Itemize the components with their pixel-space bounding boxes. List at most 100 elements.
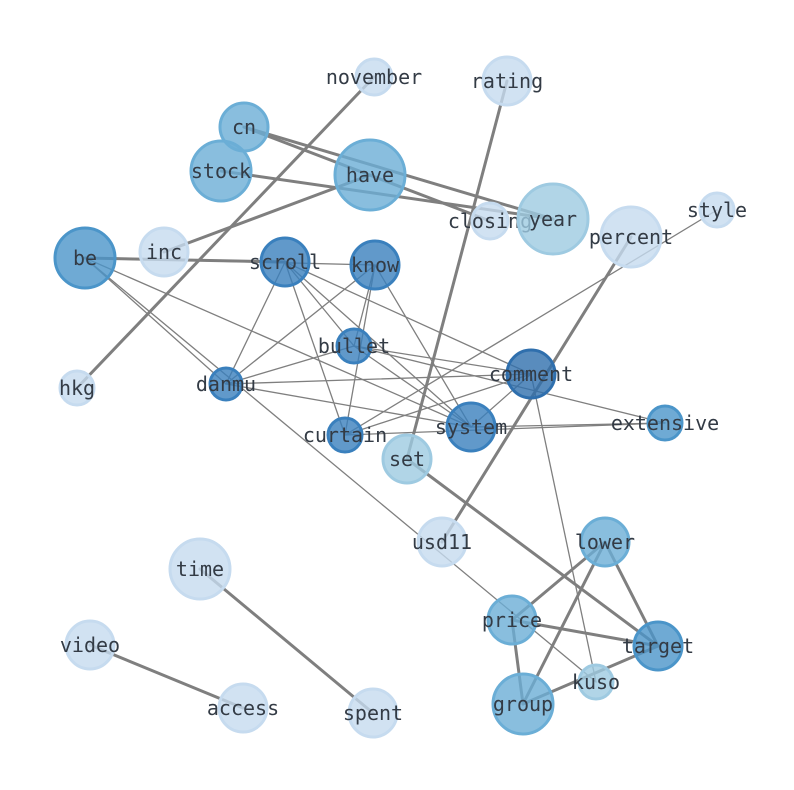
node-circle-usd11 <box>416 516 468 568</box>
edge-have-inc <box>162 173 372 254</box>
node-label-danmu: danmu <box>196 372 256 396</box>
node-circle-lower <box>579 516 631 568</box>
node-bullet: bullet <box>318 327 390 365</box>
node-circle-extensive <box>646 404 684 442</box>
node-label-bullet: bullet <box>318 334 390 358</box>
node-label-hkg: hkg <box>59 376 95 400</box>
node-kuso: kuso <box>572 663 620 701</box>
node-circle-style <box>698 191 736 229</box>
node-label-lower: lower <box>575 530 635 554</box>
node-label-comment: comment <box>489 362 573 386</box>
node-circle-percent <box>599 205 663 269</box>
edge-scroll-comment <box>284 261 532 375</box>
node-label-stock: stock <box>191 159 251 183</box>
edge-be-danmu <box>84 257 227 385</box>
node-target: target <box>622 620 694 672</box>
node-label-kuso: kuso <box>572 670 620 694</box>
node-label-style: style <box>687 198 747 222</box>
node-circle-group <box>491 672 555 736</box>
node-label-target: target <box>622 634 694 658</box>
node-scroll: scroll <box>249 236 321 288</box>
node-label-usd11: usd11 <box>412 530 472 554</box>
node-circle-year <box>516 182 590 256</box>
node-label-percent: percent <box>589 225 673 249</box>
node-label-access: access <box>207 696 279 720</box>
node-lower: lower <box>575 516 635 568</box>
node-label-video: video <box>60 633 120 657</box>
node-system: system <box>435 401 507 453</box>
node-label-extensive: extensive <box>611 411 719 435</box>
node-circle-rating <box>481 55 533 107</box>
node-circle-be <box>53 226 117 290</box>
node-stock: stock <box>189 139 253 203</box>
node-video: video <box>60 619 120 671</box>
node-circle-know <box>349 239 401 291</box>
node-group: group <box>491 672 555 736</box>
node-circle-video <box>64 619 116 671</box>
node-label-group: group <box>493 692 553 716</box>
node-have: have <box>333 138 407 212</box>
node-time: time <box>168 537 232 601</box>
edge-curtain-extensive <box>344 422 666 436</box>
edge-be-know <box>84 257 376 266</box>
node-circle-target <box>632 620 684 672</box>
node-circle-have <box>333 138 407 212</box>
node-set: set <box>381 433 433 485</box>
edge-system-extensive <box>470 422 666 428</box>
node-circle-scroll <box>259 236 311 288</box>
node-label-spent: spent <box>343 701 403 725</box>
edge-danmu-system <box>225 383 472 428</box>
node-curtain: curtain <box>303 416 387 454</box>
node-circle-curtain <box>326 416 364 454</box>
node-circle-price <box>486 594 538 646</box>
node-label-price: price <box>482 608 542 632</box>
node-circle-kuso <box>577 663 615 701</box>
edge-danmu-comment <box>225 373 532 385</box>
node-label-know: know <box>351 253 400 277</box>
edge-rating-set <box>405 79 509 461</box>
node-label-year: year <box>529 207 577 231</box>
node-label-have: have <box>346 163 394 187</box>
edge-scroll-system <box>284 261 472 428</box>
node-circle-danmu <box>208 366 244 402</box>
node-circle-bullet <box>335 327 373 365</box>
node-circle-system <box>445 401 497 453</box>
node-circle-comment <box>505 348 557 400</box>
node-spent: spent <box>343 687 403 739</box>
node-label-inc: inc <box>146 240 182 264</box>
edge-curtain-comment <box>344 373 532 436</box>
node-circle-closing <box>470 201 510 241</box>
node-label-system: system <box>435 415 507 439</box>
node-circle-november <box>354 57 394 97</box>
node-circle-stock <box>189 139 253 203</box>
node-comment: comment <box>489 348 573 400</box>
node-access: access <box>207 682 279 734</box>
edge-bullet-danmu <box>225 345 355 385</box>
node-label-november: november <box>326 65 422 89</box>
node-circle-time <box>168 537 232 601</box>
node-label-rating: rating <box>471 69 543 93</box>
node-circle-spent <box>347 687 399 739</box>
node-november: november <box>326 57 422 97</box>
edge-november-hkg <box>75 75 376 390</box>
node-label-set: set <box>389 447 425 471</box>
edge-set-target <box>405 457 660 648</box>
node-style: style <box>687 191 747 229</box>
node-circle-hkg <box>58 369 96 407</box>
node-cn: cn <box>218 101 270 153</box>
node-usd11: usd11 <box>412 516 472 568</box>
node-label-time: time <box>176 557 224 581</box>
node-circle-inc <box>138 226 190 278</box>
edge-comment-kuso <box>530 373 597 683</box>
node-price: price <box>482 594 542 646</box>
node-inc: inc <box>138 226 190 278</box>
node-rating: rating <box>471 55 543 107</box>
node-circle-access <box>217 682 269 734</box>
edge-bullet-comment <box>353 345 532 375</box>
node-hkg: hkg <box>58 369 96 407</box>
node-label-scroll: scroll <box>249 250 321 274</box>
edge-video-access <box>88 643 245 710</box>
edge-time-spent <box>198 567 375 715</box>
